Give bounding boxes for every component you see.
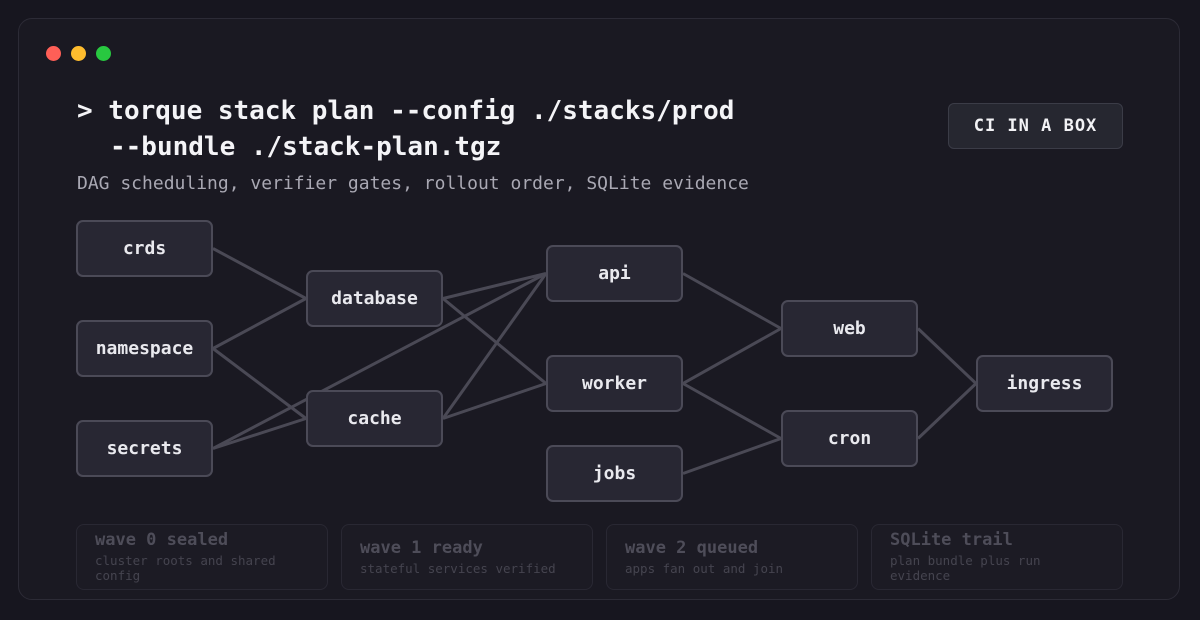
node-worker[interactable]: worker: [546, 355, 683, 412]
wave-card-1: wave 1 ready stateful services verified: [341, 524, 593, 590]
edge-web-ingress: [916, 327, 978, 385]
close-button[interactable]: [46, 46, 61, 61]
wave-description: stateful services verified: [360, 561, 556, 576]
wave-title: wave 0 sealed: [95, 530, 229, 550]
edge-worker-web: [682, 327, 782, 385]
edge-worker-cron: [682, 382, 782, 440]
wave-description: cluster roots and shared config: [95, 553, 276, 583]
wave-card-3: SQLite trail plan bundle plus run eviden…: [871, 524, 1123, 590]
node-cron[interactable]: cron: [781, 410, 918, 467]
edge-cache-worker: [442, 382, 547, 420]
node-secrets[interactable]: secrets: [76, 420, 213, 477]
minimize-button[interactable]: [71, 46, 86, 61]
wave-title: wave 2 queued: [625, 538, 759, 558]
command-line-1: > torque stack plan --config ./stacks/pr…: [77, 96, 735, 126]
edge-namespace-database: [212, 297, 307, 350]
zoom-button[interactable]: [96, 46, 111, 61]
node-crds[interactable]: crds: [76, 220, 213, 277]
terminal-window: > torque stack plan --config ./stacks/pr…: [18, 18, 1180, 600]
window-controls: [46, 46, 111, 61]
ci-badge: CI IN A BOX: [948, 103, 1123, 149]
node-database[interactable]: database: [306, 270, 443, 327]
edge-api-web: [682, 272, 782, 330]
node-api[interactable]: api: [546, 245, 683, 302]
wave-description: plan bundle plus run evidence: [890, 553, 1041, 583]
node-namespace[interactable]: namespace: [76, 320, 213, 377]
edge-namespace-cache: [212, 347, 307, 420]
wave-title: SQLite trail: [890, 530, 1013, 550]
edge-jobs-cron: [682, 437, 782, 475]
edge-cron-ingress: [916, 382, 978, 440]
edge-secrets-cache: [212, 417, 307, 450]
node-ingress[interactable]: ingress: [976, 355, 1113, 412]
wave-card-2: wave 2 queued apps fan out and join: [606, 524, 858, 590]
wave-title: wave 1 ready: [360, 538, 483, 558]
node-jobs[interactable]: jobs: [546, 445, 683, 502]
node-cache[interactable]: cache: [306, 390, 443, 447]
subtitle: DAG scheduling, verifier gates, rollout …: [77, 173, 749, 194]
wave-description: apps fan out and join: [625, 561, 784, 576]
edge-database-api: [442, 272, 547, 300]
wave-card-0: wave 0 sealed cluster roots and shared c…: [76, 524, 328, 590]
node-web[interactable]: web: [781, 300, 918, 357]
edge-crds-database: [212, 247, 307, 300]
edge-database-worker: [442, 297, 547, 385]
command-line-2: --bundle ./stack-plan.tgz: [110, 132, 502, 162]
command-title: > torque stack plan --config ./stacks/pr…: [77, 93, 817, 165]
edge-cache-api: [441, 272, 548, 420]
